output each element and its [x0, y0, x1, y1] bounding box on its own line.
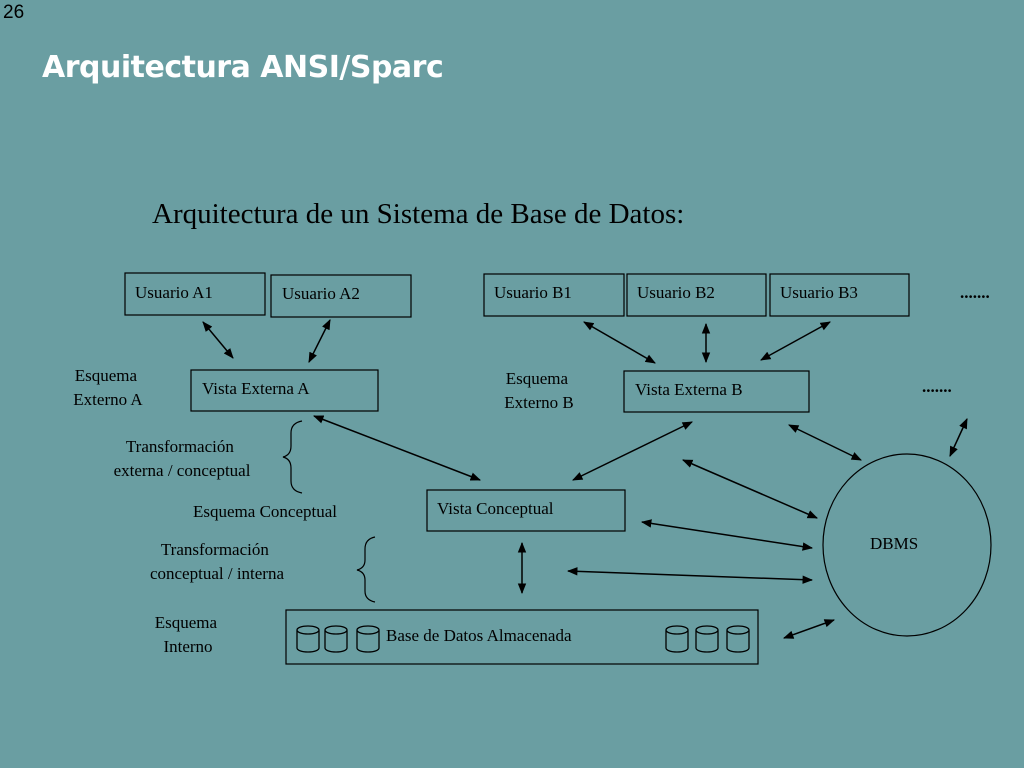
base-datos-almacenada-box: Base de Datos Almacenada: [285, 609, 759, 665]
vista-externa-b-label: Vista Externa B: [635, 380, 743, 399]
slide-number: 26: [3, 2, 25, 23]
database-icon: [324, 625, 348, 653]
more-views-ellipsis: .......: [922, 377, 952, 396]
user-a2-label: Usuario A2: [282, 284, 360, 303]
user-box-b3: Usuario B3: [769, 273, 910, 317]
more-users-ellipsis: .......: [960, 283, 990, 302]
arrow-more-dbms: [949, 418, 968, 457]
esquema-externo-b-label: Esquema Externo B: [504, 369, 573, 412]
arrow-vista-b-dbms: [788, 424, 862, 461]
database-icon: [695, 625, 719, 653]
esquema-conceptual-label: Esquema Conceptual: [193, 502, 337, 521]
arrow-vista-b-conceptual: [572, 421, 693, 481]
esquema-interno-label: Esquema Interno: [155, 613, 222, 656]
connector-arrows: [202, 319, 968, 639]
brace-externa-conceptual: [282, 420, 303, 494]
user-box-b1: Usuario B1: [483, 273, 625, 317]
arrow-a2-vista-a: [308, 319, 331, 363]
database-icon: [356, 625, 380, 653]
vista-externa-a-box: Vista Externa A: [190, 369, 379, 412]
slide-title: Arquitectura ANSI/Sparc: [42, 50, 444, 85]
user-b1-label: Usuario B1: [494, 283, 572, 302]
user-box-a2: Usuario A2: [270, 274, 412, 318]
vista-externa-a-label: Vista Externa A: [202, 379, 310, 398]
user-box-a1: Usuario A1: [124, 272, 266, 316]
database-icon: [665, 625, 689, 653]
base-datos-almacenada-label: Base de Datos Almacenada: [386, 626, 572, 645]
database-icon: [296, 625, 320, 653]
diagram-heading: Arquitectura de un Sistema de Base de Da…: [152, 198, 684, 230]
user-box-b2: Usuario B2: [626, 273, 767, 317]
arrow-dbms-3: [566, 567, 814, 584]
arrow-vista-a-conceptual: [313, 415, 481, 481]
transf-externa-conceptual-label: Transformación externa / conceptual: [114, 437, 251, 480]
vista-externa-b-box: Vista Externa B: [623, 370, 810, 413]
brace-conceptual-interna: [356, 536, 376, 603]
dbms-label: DBMS: [870, 534, 918, 553]
arrow-storage-dbms: [783, 619, 835, 639]
arrow-a1-vista-a: [202, 321, 234, 359]
vista-conceptual-box: Vista Conceptual: [426, 489, 626, 532]
user-b3-label: Usuario B3: [780, 283, 858, 302]
arrow-b1-vista-b: [583, 321, 656, 364]
arrow-dbms-1: [682, 459, 818, 519]
database-icon: [726, 625, 750, 653]
arrow-b3-vista-b: [760, 321, 831, 361]
transf-conceptual-interna-label: Transformación conceptual / interna: [150, 540, 285, 583]
arrow-dbms-2: [640, 519, 814, 551]
user-a1-label: Usuario A1: [135, 283, 213, 302]
vista-conceptual-label: Vista Conceptual: [437, 499, 554, 518]
user-b2-label: Usuario B2: [637, 283, 715, 302]
esquema-externo-a-label: Esquema Externo A: [73, 366, 143, 409]
dbms-circle: DBMS: [822, 453, 992, 637]
